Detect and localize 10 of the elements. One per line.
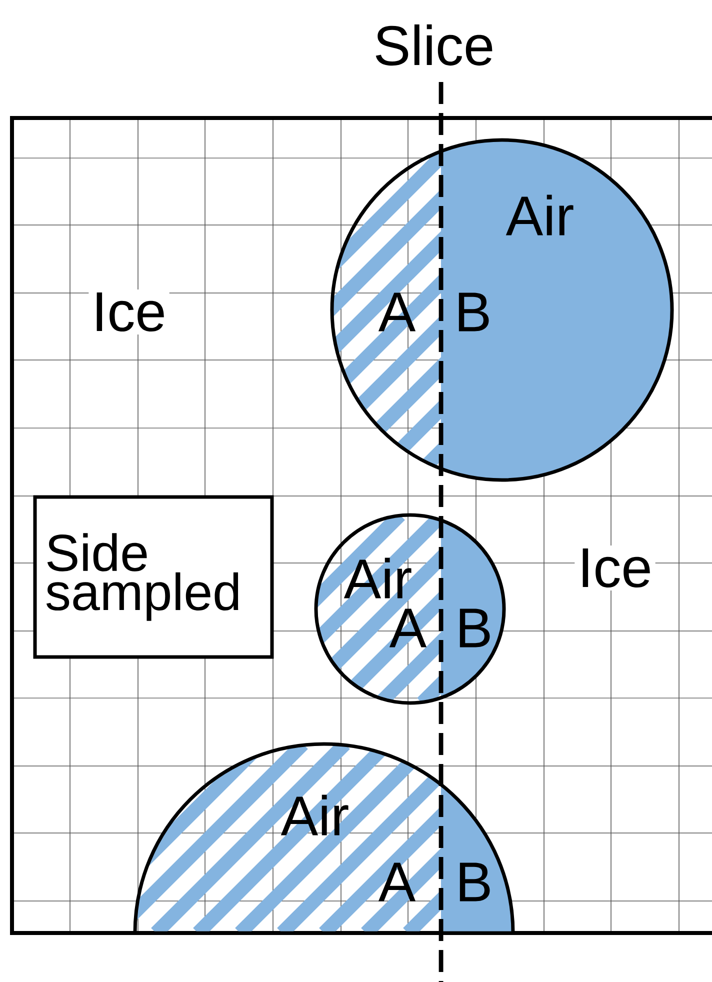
side-label: A <box>389 608 427 648</box>
region-label: Ice <box>88 289 170 335</box>
side-label: A <box>378 292 416 332</box>
region-label: Ice <box>574 545 656 591</box>
slice-label: Slice <box>376 24 492 66</box>
side-label: B <box>460 608 490 648</box>
side-label: B <box>458 292 489 332</box>
text-box: Side sampled <box>33 495 274 659</box>
side-label: A <box>378 862 416 902</box>
side-label: B <box>460 862 490 902</box>
